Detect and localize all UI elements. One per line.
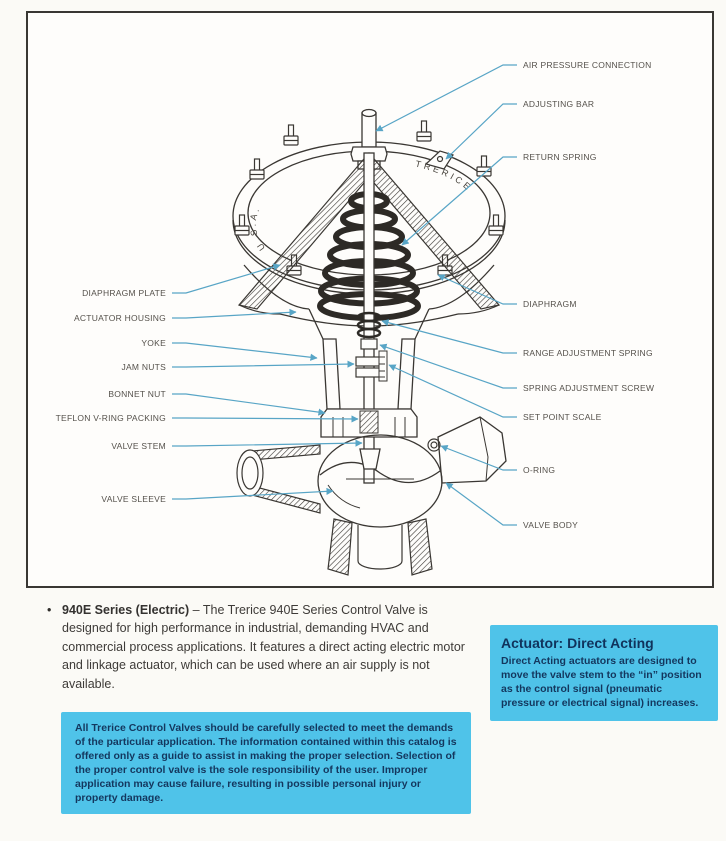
label-o-ring: O-RING [523,464,556,475]
disclaimer-box-body: All Trerice Control Valves should be car… [75,722,457,805]
label-adjusting-bar: ADJUSTING BAR [523,98,595,109]
label-bonnet-nut: BONNET NUT [108,388,166,399]
bonnet-assembly [320,408,418,438]
series-940e-body: – The Trerice 940E Series Control Valve … [62,603,465,691]
label-yoke: YOKE [141,337,166,348]
label-return-spring: RETURN SPRING [523,151,597,162]
valve-cutaway-drawing: U.S.A. TRERICE [172,64,517,576]
leader-lines [172,64,517,526]
bullet-marker: • [47,603,52,617]
disclaimer-box: All Trerice Control Valves should be car… [61,712,471,815]
valve-body-group [317,434,443,528]
valve-diagram-panel: U.S.A. TRERICE [26,11,714,588]
spring-adjustment-screw-detail [360,338,378,350]
actuator-box-body: Direct Acting actuators are designed to … [501,655,702,710]
label-diaphragm: DIAPHRAGM [523,298,577,309]
label-air-pressure-connection: AIR PRESSURE CONNECTION [523,59,652,70]
o-ring-detail [427,438,441,452]
actuator-box-title: Actuator: Direct Acting [501,635,654,651]
valve-stem-line [363,152,375,484]
set-point-scale-detail [378,350,388,382]
label-range-adjustment-spring: RANGE ADJUSTMENT SPRING [523,347,653,358]
bottom-flanges [327,518,433,576]
label-set-point-scale: SET POINT SCALE [523,411,602,422]
left-pipe-port [236,444,321,514]
svg-text:U.S.A.: U.S.A. [248,204,267,253]
label-actuator-housing: ACTUATOR HOUSING [74,312,166,323]
right-body-block [437,416,507,484]
label-spring-adjustment-screw: SPRING ADJUSTMENT SCREW [523,382,655,393]
series-940e-paragraph: • 940E Series (Electric) – The Trerice 9… [47,601,472,693]
label-valve-sleeve: VALVE SLEEVE [101,493,166,504]
label-diaphragm-plate: DIAPHRAGM PLATE [82,287,166,298]
label-valve-body: VALVE BODY [523,519,579,530]
label-jam-nuts: JAM NUTS [121,361,166,372]
range-adjustment-spring-coil [356,311,382,339]
actuator-direct-acting-box: Actuator: Direct Acting Direct Acting ac… [490,625,718,721]
label-valve-stem: VALVE STEM [111,440,166,451]
label-teflon-v-ring-packing: TEFLON V-RING PACKING [55,412,166,423]
series-940e-title: 940E Series (Electric) [62,603,190,617]
